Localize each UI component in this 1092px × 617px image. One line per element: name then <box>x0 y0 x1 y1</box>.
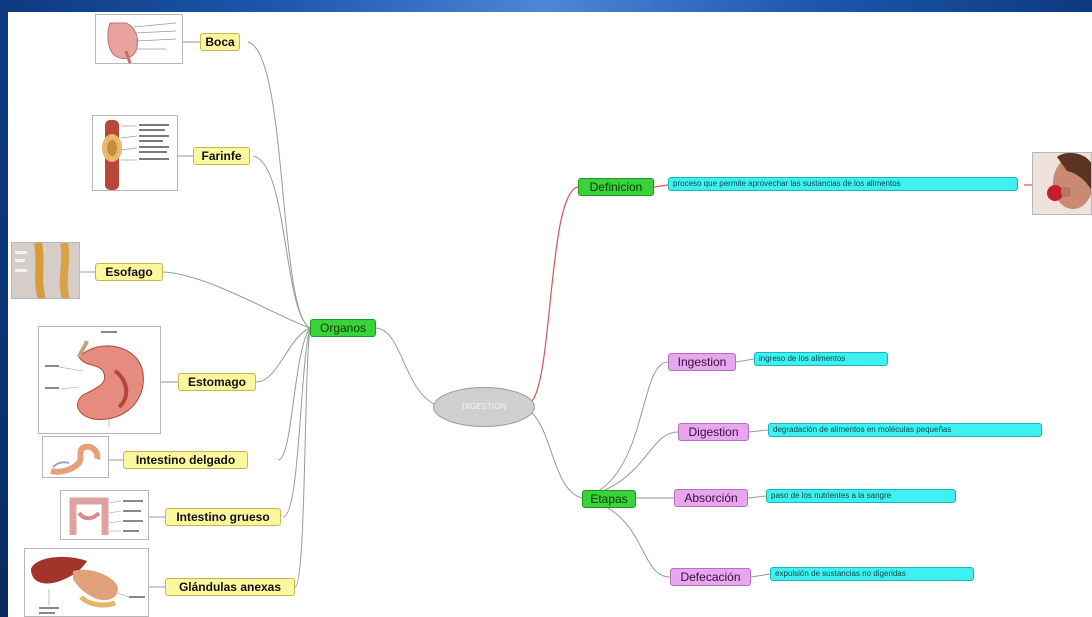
organ-esofago[interactable]: Esofago <box>95 263 163 281</box>
esophagus-diagram-icon <box>11 242 80 299</box>
link-organos-esofago <box>162 271 311 329</box>
stage-digestion-label: Digestion <box>688 425 739 439</box>
mind-map-canvas: DIGESTION Organos Boca Farinfe Esofago E… <box>8 12 1092 617</box>
organ-estomago[interactable]: Estomago <box>178 373 256 391</box>
connector-lines <box>80 41 1032 588</box>
link-definicion-desc <box>653 184 669 188</box>
link-defecacion-desc <box>750 573 771 578</box>
definition-description-text: proceso que permite aprovechar las susta… <box>673 179 901 188</box>
branch-organos[interactable]: Organos <box>310 319 376 337</box>
branch-etapas[interactable]: Etapas <box>582 490 636 508</box>
link-etapas-ingestion <box>581 361 669 499</box>
stage-ingestion-label: Ingestion <box>677 355 727 369</box>
stage-ingestion-description[interactable]: ingreso de los alimentos <box>754 352 888 366</box>
organ-esofago-label: Esofago <box>105 265 153 279</box>
stage-defecacion-label: Defecación <box>680 570 741 584</box>
branch-etapas-label: Etapas <box>590 492 628 506</box>
organ-farinfe-label: Farinfe <box>201 149 242 163</box>
link-center-etapas <box>530 411 583 499</box>
organ-boca[interactable]: Boca <box>200 33 240 51</box>
link-organos-estomago <box>255 327 311 383</box>
branch-definicion[interactable]: Definicion <box>578 178 654 196</box>
stage-digestion-description-text: degradación de alimentos en moléculas pe… <box>773 425 952 434</box>
organ-estomago-label: Estomago <box>187 375 246 389</box>
link-organos-boca <box>247 41 311 329</box>
stage-defecacion[interactable]: Defecación <box>670 568 751 586</box>
stage-absorcion-description[interactable]: paso de los nutrientes a la sangre <box>766 489 956 503</box>
central-topic-label: DIGESTION <box>461 402 506 411</box>
organ-glandulas-anexas[interactable]: Glándulas anexas <box>165 578 295 596</box>
pharynx-diagram-icon <box>92 115 178 191</box>
small-intestine-icon <box>42 436 109 478</box>
central-topic[interactable]: DIGESTION <box>433 387 535 427</box>
stomach-diagram-icon <box>38 326 161 434</box>
organ-intestino-grueso[interactable]: Intestino grueso <box>165 508 281 526</box>
stage-digestion-description[interactable]: degradación de alimentos en moléculas pe… <box>768 423 1042 437</box>
link-organos-farinfe <box>252 155 311 329</box>
liver-diagram-icon <box>24 548 149 617</box>
link-etapas-defecacion <box>581 497 671 578</box>
organ-boca-label: Boca <box>205 35 235 49</box>
organ-glandulas-anexas-label: Glándulas anexas <box>178 580 282 594</box>
stage-digestion[interactable]: Digestion <box>678 423 749 441</box>
link-organos-grueso <box>282 327 311 518</box>
stage-absorcion-label: Absorción <box>684 491 738 505</box>
organ-farinfe[interactable]: Farinfe <box>193 147 250 165</box>
organ-intestino-grueso-label: Intestino grueso <box>176 510 270 524</box>
link-ingestion-desc <box>735 358 755 363</box>
link-center-organos <box>375 327 439 407</box>
stage-absorcion-description-text: paso de los nutrientes a la sangre <box>771 491 892 500</box>
branch-organos-label: Organos <box>319 321 367 335</box>
person-eating-photo <box>1032 152 1092 215</box>
definition-description[interactable]: proceso que permite aprovechar las susta… <box>668 177 1018 191</box>
stage-defecacion-description[interactable]: expulsión de sustancias no digeridas <box>770 567 974 581</box>
link-organos-delgado <box>277 327 311 461</box>
mouth-diagram-icon <box>95 14 183 64</box>
organ-intestino-delgado-label: Intestino delgado <box>135 453 236 467</box>
link-digestion-desc <box>748 429 769 433</box>
stage-absorcion[interactable]: Absorción <box>674 489 748 507</box>
stage-defecacion-description-text: expulsión de sustancias no digeridas <box>775 569 906 578</box>
link-absorcion-desc <box>747 495 767 499</box>
stage-ingestion-description-text: ingreso de los alimentos <box>759 354 846 363</box>
large-intestine-icon <box>60 490 149 540</box>
link-center-definicion <box>530 186 579 403</box>
branch-definicion-label: Definicion <box>589 180 643 194</box>
link-etapas-digestion <box>581 431 679 499</box>
link-organos-glandulas <box>294 327 311 588</box>
organ-intestino-delgado[interactable]: Intestino delgado <box>123 451 248 469</box>
stage-ingestion[interactable]: Ingestion <box>668 353 736 371</box>
